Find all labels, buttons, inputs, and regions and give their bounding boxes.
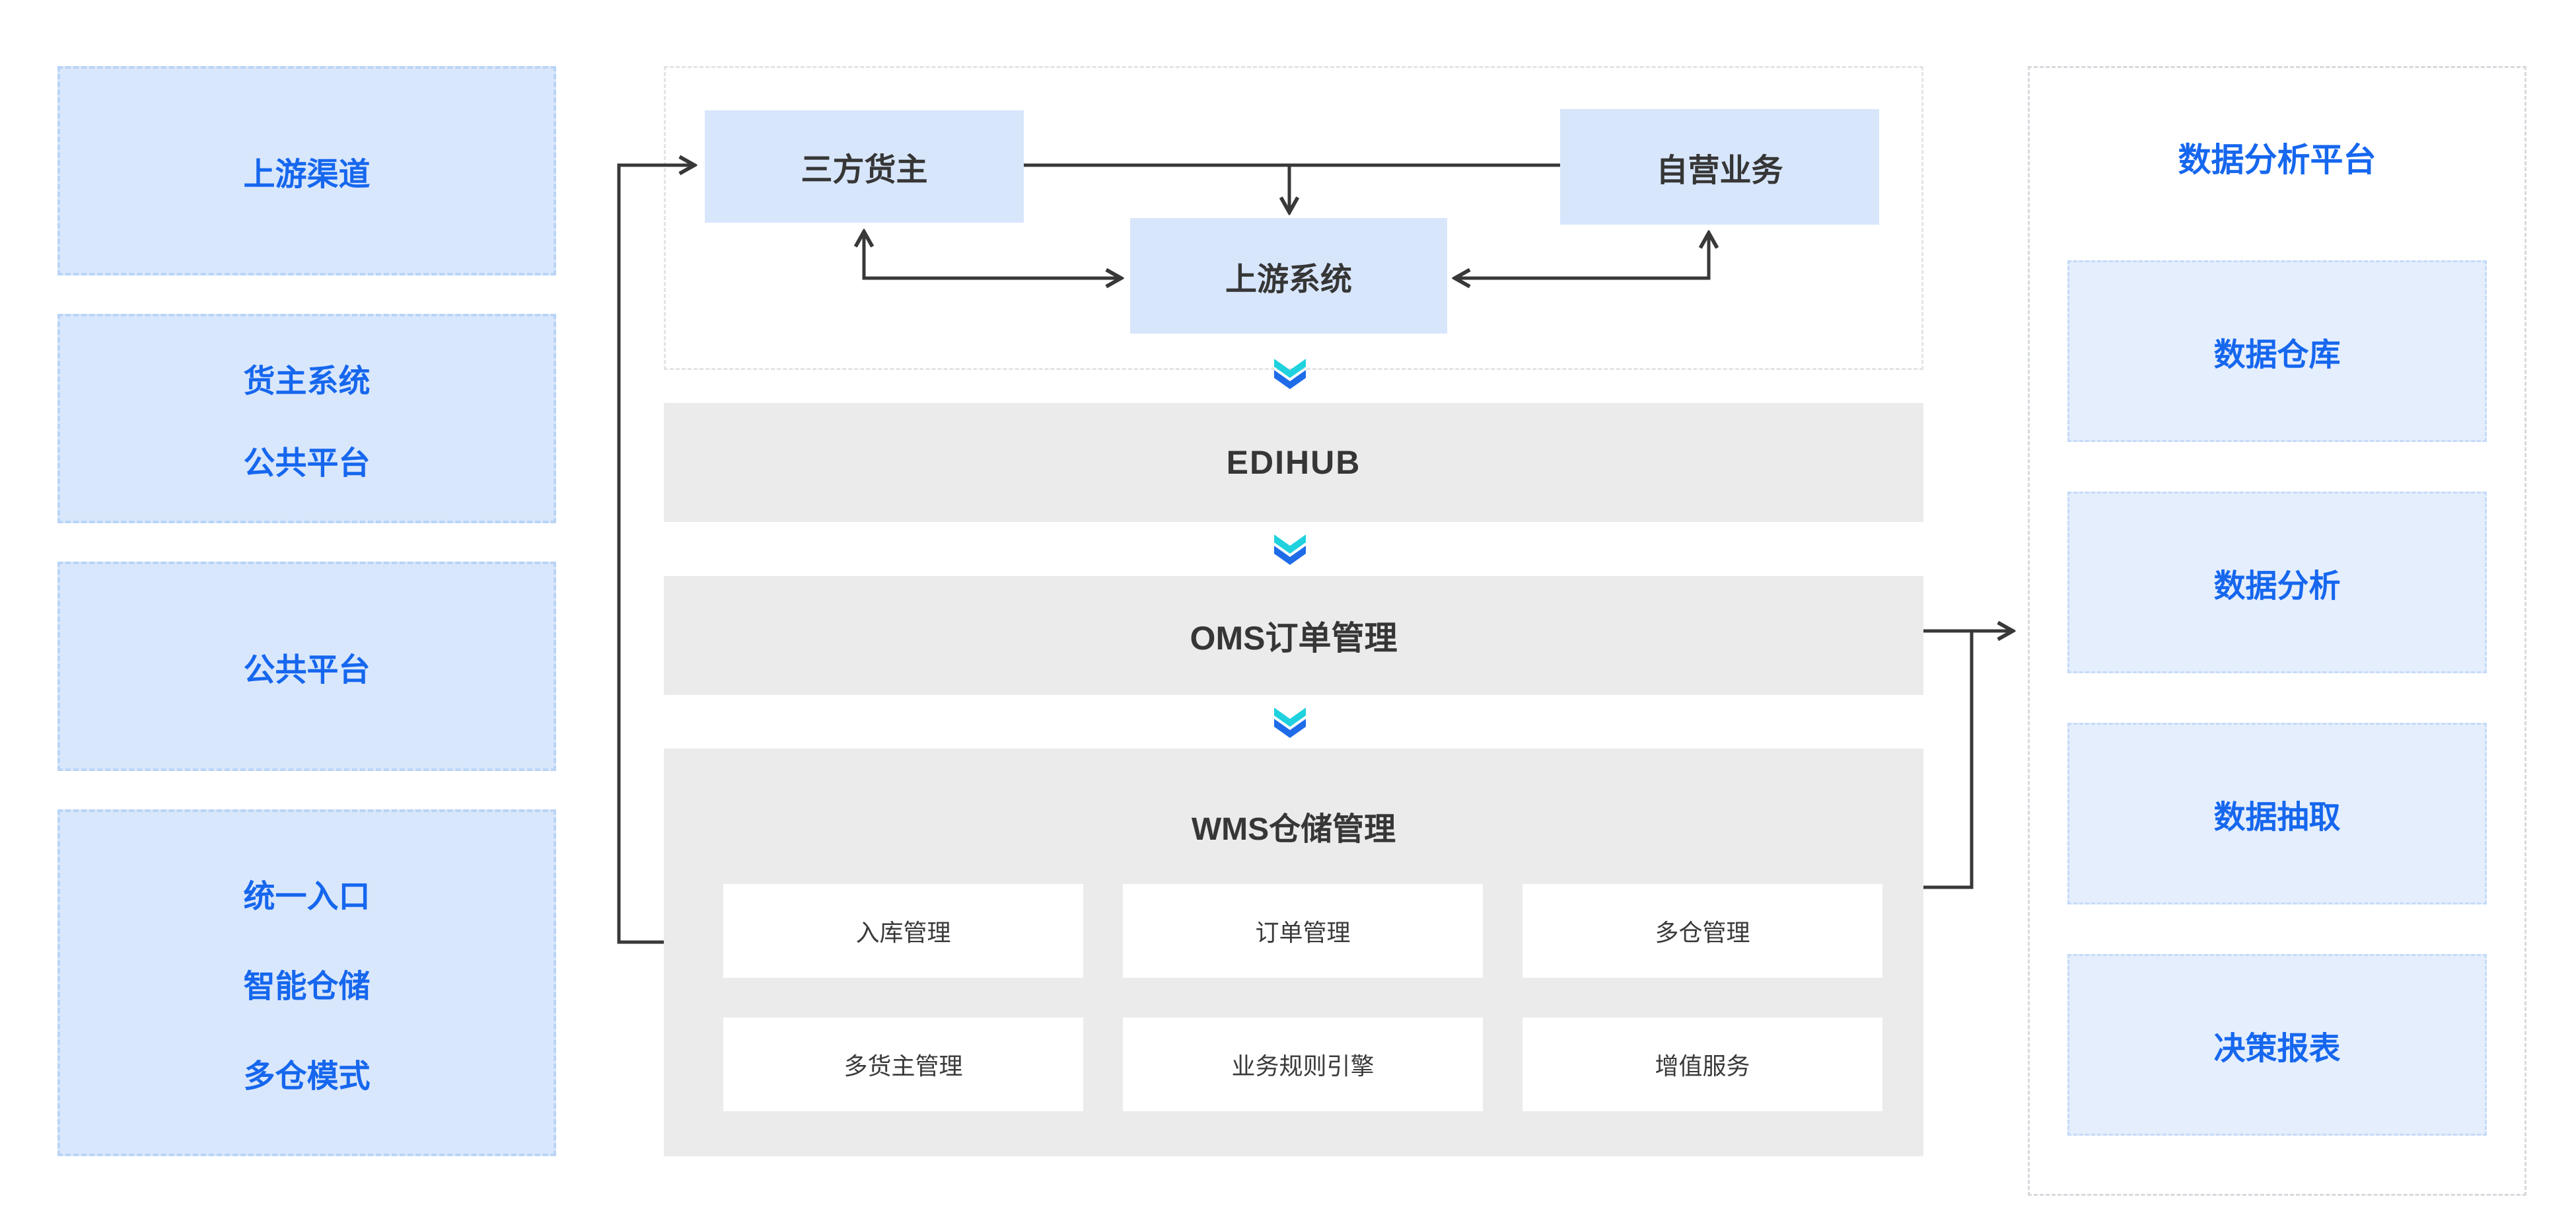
node-label: 上游系统 bbox=[1225, 262, 1352, 297]
left-box-line: 多仓模式 bbox=[243, 1058, 371, 1094]
wms-module-orders: 订单管理 bbox=[1123, 884, 1483, 978]
wms-module-value-added: 增值服务 bbox=[1522, 1017, 1882, 1111]
wms-module-multi-warehouse: 多仓管理 bbox=[1522, 884, 1882, 978]
data-platform-box-extraction: 数据抽取 bbox=[2067, 723, 2487, 904]
node-label: 自营业务 bbox=[1656, 153, 1783, 188]
node-third-party-owner: 三方货主 bbox=[705, 110, 1024, 223]
wms-module-multi-owner: 多货主管理 bbox=[723, 1017, 1083, 1111]
layer-label: EDIHUB bbox=[1226, 444, 1361, 481]
double-chevron-down-icon bbox=[1273, 707, 1307, 739]
node-self-operated-business: 自营业务 bbox=[1560, 109, 1879, 225]
layer-label: OMS订单管理 bbox=[1190, 620, 1398, 657]
left-box-line: 公共平台 bbox=[243, 652, 371, 688]
double-chevron-down-icon bbox=[1273, 534, 1307, 566]
left-box-line: 统一入口 bbox=[243, 879, 371, 914]
data-platform-title: 数据分析平台 bbox=[2178, 141, 2377, 178]
node-label: 三方货主 bbox=[801, 153, 928, 188]
data-platform-box-warehouse: 数据仓库 bbox=[2067, 260, 2487, 442]
left-box-owner-system-public-platform: 货主系统 公共平台 bbox=[57, 314, 556, 523]
wms-title: WMS仓储管理 bbox=[1191, 812, 1396, 847]
layer-edihub: EDIHUB bbox=[664, 403, 1923, 522]
node-upstream-system: 上游系统 bbox=[1130, 218, 1447, 334]
left-box-public-platform: 公共平台 bbox=[57, 562, 556, 771]
double-chevron-down-icon bbox=[1273, 358, 1307, 390]
left-box-line: 公共平台 bbox=[243, 445, 371, 481]
left-box-capabilities: 统一入口 智能仓储 多仓模式 bbox=[57, 809, 556, 1156]
wms-module-rules-engine: 业务规则引擎 bbox=[1123, 1017, 1483, 1111]
layer-oms: OMS订单管理 bbox=[664, 576, 1923, 695]
layer-wms: WMS仓储管理 入库管理 订单管理 多仓管理 多货主管理 业务规则引擎 增值服务 bbox=[664, 749, 1923, 1156]
left-box-upstream-channels: 上游渠道 bbox=[57, 66, 556, 276]
connector-wms-to-data-platform-branch bbox=[1923, 631, 1974, 889]
left-box-line: 上游渠道 bbox=[243, 157, 371, 192]
left-box-line: 智能仓储 bbox=[243, 969, 371, 1004]
left-box-line: 货主系统 bbox=[243, 363, 371, 399]
wms-module-inbound: 入库管理 bbox=[723, 884, 1083, 978]
data-platform-box-analysis: 数据分析 bbox=[2067, 492, 2487, 673]
data-platform-box-reports: 决策报表 bbox=[2067, 954, 2487, 1136]
data-platform-panel: 数据分析平台 数据仓库 数据分析 数据抽取 决策报表 bbox=[2028, 66, 2526, 1196]
